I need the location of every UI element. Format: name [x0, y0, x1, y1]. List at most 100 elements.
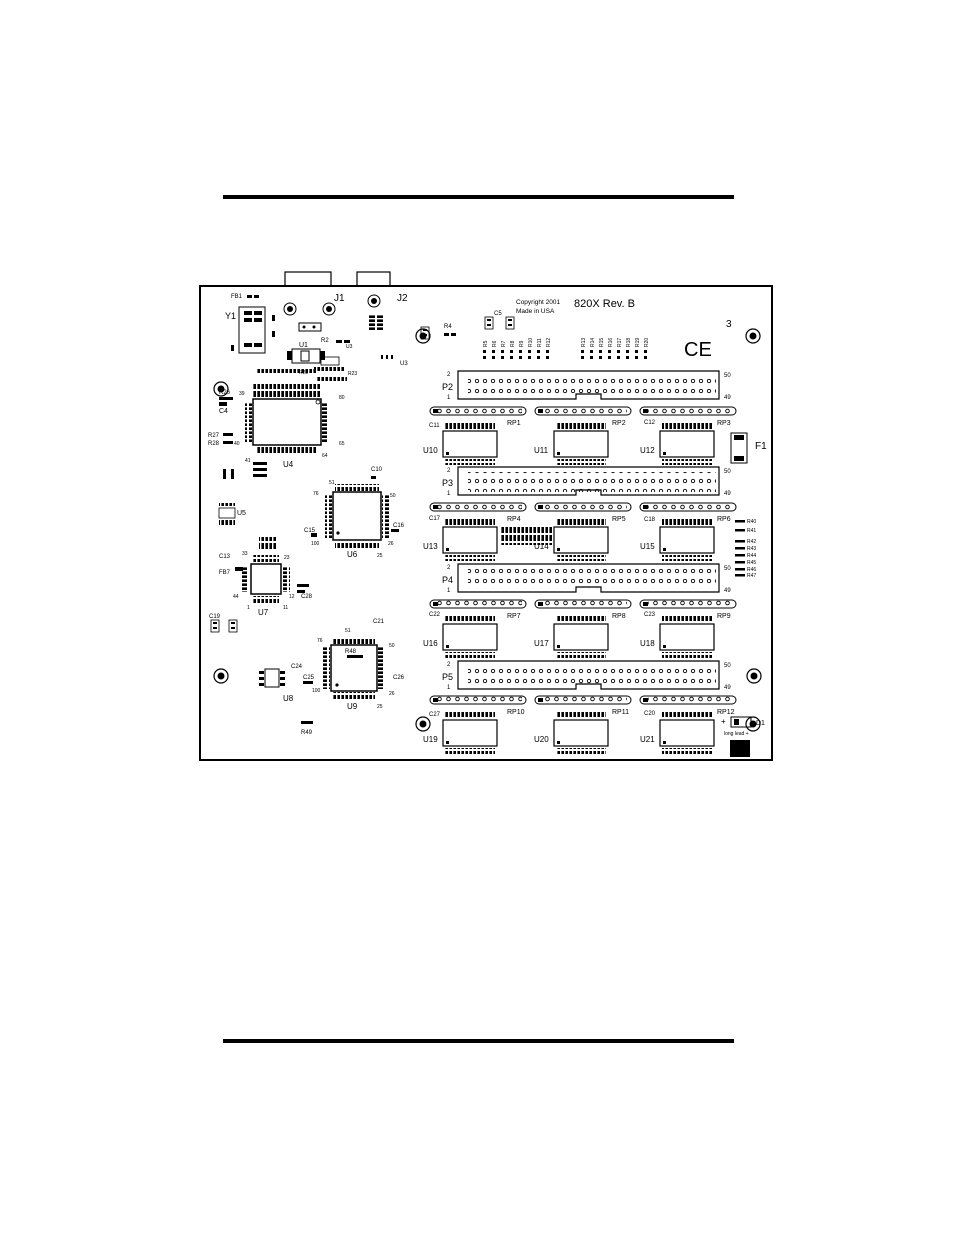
u3-small-label: U3	[346, 344, 353, 350]
led-note: long lead +	[724, 731, 749, 737]
ic-pin1-2	[557, 452, 560, 455]
u7-pin-b1: 1	[247, 605, 250, 611]
top-rule	[223, 195, 734, 199]
d1-led	[730, 716, 752, 728]
rp-pin1-11	[538, 698, 543, 702]
u7-pin-br: 12	[289, 594, 295, 600]
ic-body-3	[659, 430, 715, 458]
c11-label: C11	[429, 423, 440, 429]
c16-label: C16	[393, 523, 405, 529]
left-components: FB1 Y1 U1 R2 U3 U3 R4 C5 R22 R23	[208, 294, 515, 736]
side-resistor-pad-7	[735, 568, 745, 571]
c28-label: C28	[301, 594, 313, 600]
rp4-resistor-array	[500, 525, 552, 545]
ic-pin1-9	[663, 645, 666, 648]
ic-bottom-pads-8	[556, 652, 606, 658]
top-resistor-pad-a-9	[581, 350, 584, 353]
header-pin-1: 1	[447, 685, 451, 691]
rp-pins-10	[438, 696, 522, 704]
rp-pin1-2	[538, 409, 543, 413]
rp-pins-11	[543, 696, 627, 704]
copyright-text: Copyright 2001	[516, 299, 560, 306]
rp-pin1-7	[433, 602, 438, 606]
u6-chip	[332, 491, 382, 541]
rp-label-5: RP5	[612, 516, 626, 523]
r26-label: R26	[219, 390, 231, 396]
header-pin-50: 50	[724, 469, 731, 475]
top-resistor-label-13: R17	[617, 338, 623, 347]
rp-pins-4	[438, 503, 522, 511]
mount-hole-5	[746, 668, 762, 684]
mount-hole-4	[213, 668, 229, 684]
ic-body-4	[442, 526, 498, 554]
top-resistor-pad-a-2	[492, 350, 495, 353]
top-resistor-pad-a-11	[599, 350, 602, 353]
rp-label-12: RP12	[717, 709, 735, 716]
ic-bottom-pads-6	[662, 555, 712, 561]
rp-pins-9	[648, 600, 732, 608]
header-p5-label: P5	[442, 672, 453, 682]
c17-label: C17	[429, 516, 441, 522]
rp-label-9: RP9	[717, 613, 731, 620]
ic-top-pads-8	[556, 616, 606, 622]
ic-body-2	[553, 430, 609, 458]
ic-top-pads-7	[445, 616, 495, 622]
u4-label: U4	[283, 460, 294, 469]
ic-pin1-12	[663, 741, 666, 744]
ic-body-7	[442, 623, 498, 651]
c24-label: C24	[291, 664, 303, 670]
top-resistor-pad-b-10	[590, 356, 593, 359]
ic-top-pads-12	[662, 712, 712, 718]
ic-bottom-pads-2	[556, 459, 606, 465]
top-resistor-label-9: R13	[581, 338, 587, 347]
top-resistor-label-10: R14	[590, 338, 596, 347]
rp-pins-8	[543, 600, 627, 608]
top-resistor-pad-a-8	[546, 350, 549, 353]
mount-hole-7	[745, 716, 761, 732]
ic-top-pads-2	[556, 423, 606, 429]
top-resistor-pad-a-6	[528, 350, 531, 353]
top-resistor-pad-b-13	[617, 356, 620, 359]
mount-hole-center-5	[750, 672, 758, 680]
header-pin-2: 2	[447, 372, 451, 378]
side-resistor-label-6: R45	[747, 560, 756, 566]
right-components: F1 + D1 long lead + R40R41R42R43R44R45R4…	[429, 420, 767, 757]
r49-label: R49	[301, 730, 313, 736]
header-p5-pins	[468, 666, 716, 686]
ic-top-pads-11	[556, 712, 606, 718]
r48-label: R48	[345, 649, 357, 655]
ic-bottom-pads-7	[445, 652, 495, 658]
mount-hole-6	[415, 716, 431, 732]
c19-label: C19	[209, 614, 221, 620]
ic-top-pads-3	[662, 423, 712, 429]
rp-pin1-5	[538, 505, 543, 509]
header-p3-label: P3	[442, 478, 453, 488]
top-resistor-label-5: R9	[519, 340, 525, 347]
side-resistor-label-8: R47	[747, 573, 756, 579]
u9-pin-b: 25	[377, 704, 383, 710]
mount-hole-2	[745, 328, 761, 344]
u9-chip	[330, 644, 378, 692]
u4-pin-br: 65	[339, 441, 345, 447]
rp-label-7: RP7	[507, 613, 521, 620]
u6-pin-t: 51	[329, 480, 335, 486]
ce-mark: CE	[684, 339, 712, 361]
top-resistor-label-2: R6	[492, 340, 498, 347]
u4-pin-bl: 40	[234, 441, 240, 447]
rp-pins-3	[648, 407, 732, 415]
top-resistor-pad-b-14	[626, 356, 629, 359]
ic-label-2: U11	[534, 446, 549, 455]
header-pin-1: 1	[447, 395, 451, 401]
r27-label: R27	[208, 433, 220, 439]
rp-label-4: RP4	[507, 516, 521, 523]
side-resistor-pad-6	[735, 561, 745, 564]
c18-label: C18	[644, 517, 656, 523]
ic-bottom-pads-10	[445, 748, 495, 754]
rp-pin1-12	[643, 698, 648, 702]
rp-label-2: RP2	[612, 420, 626, 427]
c4-label: C4	[219, 408, 228, 415]
ic-top-pads-9	[662, 616, 712, 622]
rp-pin1-10	[433, 698, 438, 702]
ic-pin1-7	[446, 645, 449, 648]
top-resistor-pad-b-11	[599, 356, 602, 359]
